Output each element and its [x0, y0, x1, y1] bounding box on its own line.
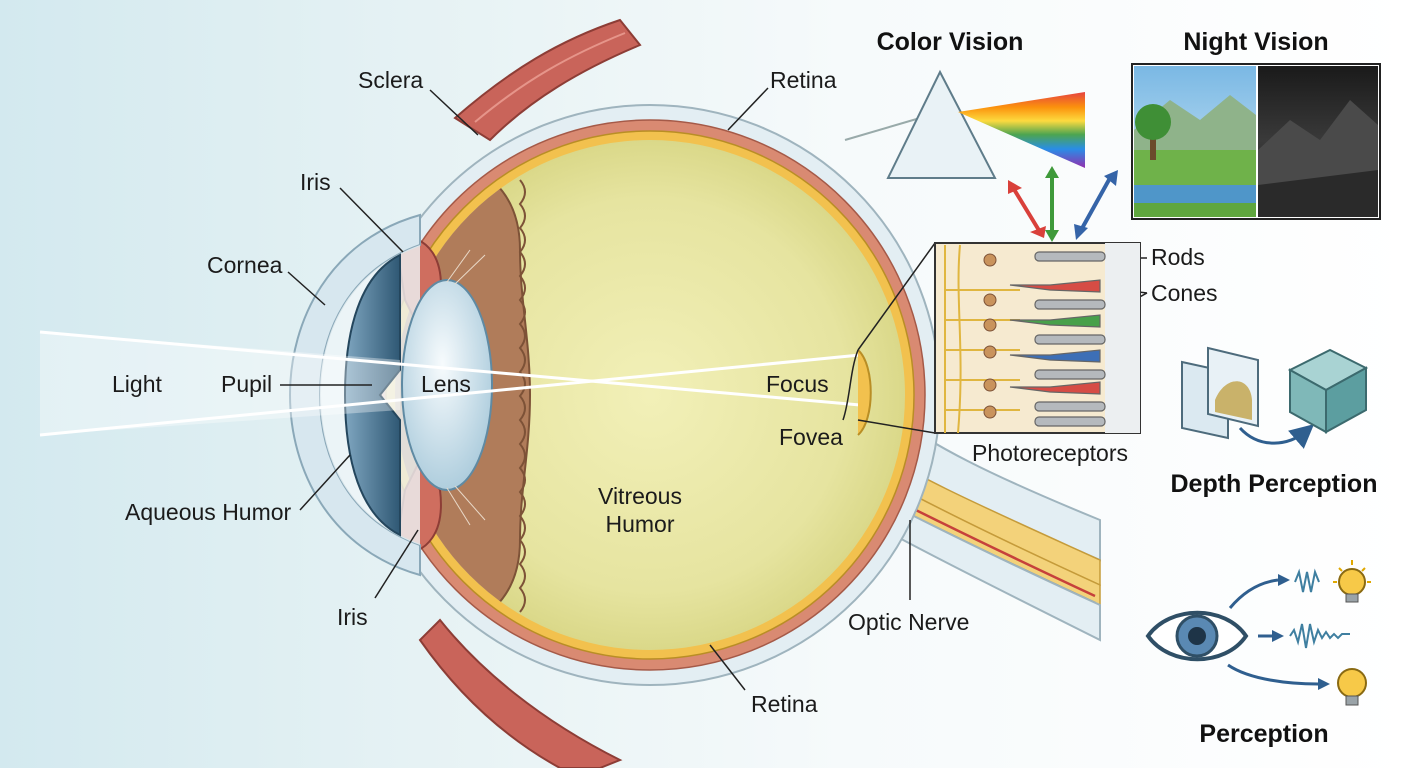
prism-icon — [844, 69, 997, 179]
label-fovea: Fovea — [779, 424, 843, 450]
photo-frames-icon — [1181, 346, 1259, 440]
label-light: Light — [112, 371, 162, 397]
label-cornea: Cornea — [207, 252, 283, 278]
lightbulb-icon — [1333, 560, 1371, 706]
label-photoreceptors: Photoreceptors — [972, 440, 1128, 466]
vitreous-body — [395, 140, 905, 650]
fovea — [857, 349, 872, 436]
photoreceptors-inset — [934, 242, 1141, 434]
zonular-fibers — [446, 249, 486, 526]
eye-icon — [1145, 610, 1249, 662]
title-night-vision: Night Vision — [1183, 28, 1329, 56]
label-focus: Focus — [766, 371, 829, 397]
perception-arrows — [1227, 574, 1330, 690]
night-vision-images — [1131, 63, 1381, 220]
extraocular-muscle-top — [453, 18, 642, 142]
cube-icon — [1287, 348, 1369, 434]
label-optic-nerve: Optic Nerve — [848, 609, 970, 635]
label-rods: Rods — [1151, 244, 1205, 270]
title-depth-perception: Depth Perception — [1170, 470, 1378, 498]
label-aqueous-humor: Aqueous Humor — [125, 499, 292, 525]
label-lens: Lens — [421, 371, 471, 397]
light-rays — [39, 330, 861, 437]
iris — [343, 253, 401, 537]
label-iris-top: Iris — [300, 169, 331, 195]
curved-arrow-icon — [1238, 424, 1315, 449]
vision-link-arrows — [1008, 166, 1118, 242]
label-retina-top: Retina — [770, 67, 837, 93]
lens — [401, 279, 493, 491]
label-sclera: Sclera — [358, 67, 424, 93]
label-cones: Cones — [1151, 280, 1218, 306]
extraocular-muscle-bottom — [418, 618, 623, 768]
title-color-vision: Color Vision — [876, 28, 1024, 56]
label-pupil: Pupil — [221, 371, 273, 397]
leader-lines — [280, 87, 1148, 691]
label-vitreous-line2: Humor — [605, 511, 675, 537]
title-perception: Perception — [1199, 720, 1329, 748]
label-retina-bottom: Retina — [751, 691, 818, 717]
label-vitreous-line1: Vitreous — [598, 483, 682, 509]
spectrum-icon — [958, 92, 1085, 168]
waveform-icon — [1289, 568, 1350, 649]
label-iris-bottom: Iris — [337, 604, 368, 630]
